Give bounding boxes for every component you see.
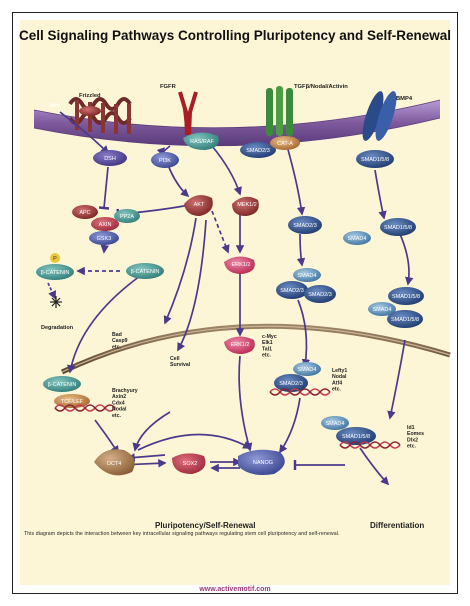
node-cata: CAT-A — [270, 136, 300, 150]
tgfb-receptor — [266, 86, 293, 136]
node-smad4-d: SMAD4 — [368, 302, 396, 316]
svg-text:SMAD1/5/8: SMAD1/5/8 — [392, 294, 420, 300]
svg-text:DSH: DSH — [104, 156, 116, 162]
svg-text:SMAD4: SMAD4 — [326, 421, 345, 427]
wnt-ligand — [79, 106, 101, 116]
node-apc: APC — [72, 205, 98, 219]
svg-text:PI3K: PI3K — [159, 158, 171, 164]
node-smad23-c2: SMAD2/3 — [304, 285, 336, 303]
dna-helix-bmp — [339, 441, 401, 449]
node-oct4: OCT4 — [94, 449, 135, 476]
node-rasraf: RAS/RAF — [183, 132, 219, 150]
node-gsk3: GSK3 — [89, 231, 119, 245]
page-title: Cell Signaling Pathways Controlling Plur… — [18, 28, 452, 43]
node-erk12-b: ERK1/2 — [224, 336, 255, 354]
label-bmp4: BMP4 — [396, 96, 413, 102]
svg-text:SMAD2/3: SMAD2/3 — [280, 288, 304, 294]
node-bcatenin-nuclear: β-CATENIN — [43, 376, 81, 392]
svg-text:RAS/RAF: RAS/RAF — [190, 139, 214, 145]
node-akt: AKT — [184, 195, 213, 216]
dna-helix-wnt — [54, 404, 116, 412]
node-bcatenin-p: β-CATENIN — [36, 264, 74, 280]
svg-text:ERK1/2: ERK1/2 — [231, 342, 250, 348]
svg-text:P: P — [53, 256, 57, 262]
fgfr-receptor — [178, 91, 198, 136]
svg-text:PP2A: PP2A — [120, 214, 134, 220]
label-wnt: Wnt — [50, 103, 60, 109]
node-mek12: MEK1/2 — [232, 196, 259, 216]
svg-text:SMAD1/5/8: SMAD1/5/8 — [361, 157, 389, 163]
svg-text:APC: APC — [79, 210, 90, 216]
degradation-icon — [50, 296, 62, 308]
svg-text:MEK1/2: MEK1/2 — [237, 202, 257, 208]
svg-text:β-CATENIN: β-CATENIN — [131, 269, 160, 275]
node-smad4-f: SMAD4 — [321, 416, 349, 430]
label-degradation: Degradation — [41, 325, 74, 331]
node-smad23-b: SMAD2/3 — [288, 216, 322, 234]
svg-text:NANOG: NANOG — [253, 460, 273, 466]
label-differentiation: Differentiation — [370, 521, 424, 530]
svg-text:CAT-A: CAT-A — [277, 141, 293, 147]
svg-text:GSK3: GSK3 — [97, 236, 112, 242]
node-smad23-c1: SMAD2/3 — [276, 281, 308, 299]
svg-text:SMAD4: SMAD4 — [298, 273, 317, 279]
label-tgfb: TGFβ/Nodal/Activin — [294, 84, 348, 90]
node-sox2: SOX2 — [172, 453, 206, 474]
label-fgfr: FGFR — [160, 84, 177, 90]
svg-text:TCF/LEF: TCF/LEF — [61, 399, 84, 405]
node-smad4-a: SMAD4 — [343, 231, 371, 245]
svg-text:SMAD4: SMAD4 — [373, 307, 392, 313]
svg-text:SMAD1/5/8: SMAD1/5/8 — [342, 434, 370, 440]
caption: This diagram depicts the interaction bet… — [24, 531, 340, 537]
svg-text:AXIN: AXIN — [99, 222, 112, 228]
node-erk12-a: ERK1/2 — [224, 256, 255, 274]
node-p: P — [50, 253, 60, 263]
node-smad158-membrane: SMAD1/5/8 — [356, 150, 394, 168]
label-frizzled: Frizzled — [79, 93, 101, 99]
node-nanog: NANOG — [238, 449, 285, 475]
svg-text:SMAD1/5/8: SMAD1/5/8 — [391, 317, 419, 323]
node-pp2a: PP2A — [114, 209, 140, 223]
svg-text:ERK1/2: ERK1/2 — [232, 262, 251, 268]
svg-text:SOX2: SOX2 — [183, 461, 198, 467]
website-link[interactable]: www.activemotif.com — [199, 586, 271, 593]
svg-text:SMAD4: SMAD4 — [348, 236, 367, 242]
svg-text:SMAD2/3: SMAD2/3 — [293, 223, 317, 229]
label-pluripotency: Pluripotency/Self-Renewal — [155, 521, 255, 530]
svg-text:SMAD1/5/8: SMAD1/5/8 — [384, 225, 412, 231]
node-smad23-e: SMAD2/3 — [274, 374, 308, 392]
node-smad158-b: SMAD1/5/8 — [380, 218, 416, 236]
nuclear-envelope — [60, 323, 451, 375]
frizzled-receptor — [68, 97, 132, 134]
node-smad23-membrane: SMAD2/3 — [240, 142, 276, 158]
node-axin: AXIN — [91, 217, 119, 231]
node-smad158-f: SMAD1/5/8 — [336, 427, 376, 445]
node-pi3k: PI3K — [151, 152, 179, 168]
frame-border — [12, 12, 458, 594]
svg-text:SMAD4: SMAD4 — [298, 367, 317, 373]
node-bcatenin: β-CATENIN — [126, 263, 164, 279]
bmp4-receptor — [362, 91, 397, 141]
node-smad4-e: SMAD4 — [293, 362, 321, 376]
svg-text:SMAD2/3: SMAD2/3 — [279, 381, 303, 387]
svg-text:β-CATENIN: β-CATENIN — [48, 382, 77, 388]
dna-helix-nodal — [269, 388, 331, 396]
svg-text:SMAD2/3: SMAD2/3 — [308, 292, 332, 298]
node-smad4-c: SMAD4 — [293, 268, 321, 282]
node-smad158-c: SMAD1/5/8 — [388, 287, 424, 305]
svg-text:AKT: AKT — [194, 202, 205, 208]
node-smad158-d: SMAD1/5/8 — [387, 310, 423, 328]
node-dsh: DSH — [93, 150, 127, 166]
svg-text:SMAD2/3: SMAD2/3 — [246, 148, 270, 154]
svg-text:OCT4: OCT4 — [107, 461, 122, 467]
svg-text:β-CATENIN: β-CATENIN — [41, 270, 70, 276]
